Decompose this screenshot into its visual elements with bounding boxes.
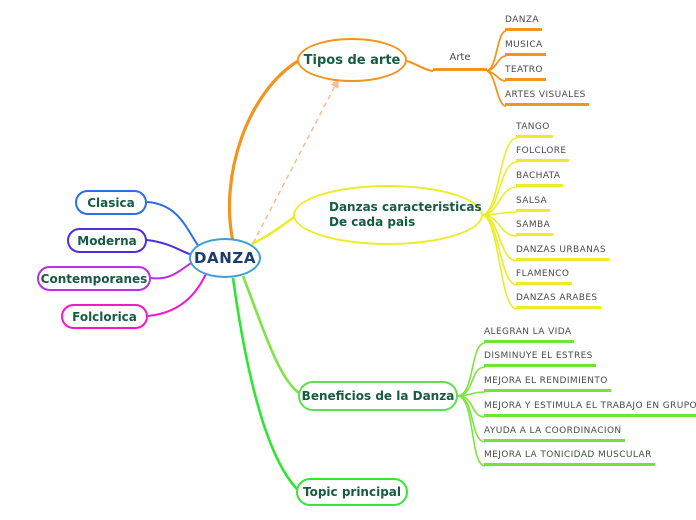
connector-disminuye: [457, 366, 486, 397]
connector-contemporanes: [150, 261, 194, 280]
connector-tipos: [227, 59, 299, 243]
leaf-mejora-el-rendimiento[interactable]: MEJORA EL RENDIMIENTO: [484, 376, 611, 392]
leaf-ayuda-coordinacion[interactable]: AYUDA A LA COORDINACION: [484, 426, 625, 442]
node-beneficios-danza[interactable]: Beneficios de la Danza: [298, 381, 458, 411]
connector-coordinacion: [457, 395, 486, 443]
node-tipos-de-arte[interactable]: Tipos de arte: [297, 38, 407, 82]
connector-bachata: [481, 186, 518, 216]
connector-alegran: [457, 342, 486, 397]
connector-arte-musica: [486, 55, 507, 72]
danzas-label-line1: Danzas caracteristicas: [329, 200, 482, 214]
node-moderna[interactable]: Moderna: [67, 228, 147, 253]
connector-tonicidad: [457, 395, 486, 467]
leaf-samba[interactable]: SAMBA: [516, 220, 554, 236]
leaf-danzas-arabes[interactable]: DANZAS ARABES: [516, 293, 601, 309]
node-folclorica[interactable]: Folclorica: [61, 304, 148, 329]
node-danzas-label: Danzas caracteristicas De cada pais: [329, 200, 482, 230]
node-clasica[interactable]: Clasica: [75, 190, 147, 215]
leaf-bachata[interactable]: BACHATA: [516, 171, 564, 187]
connector-topic-principal: [231, 277, 298, 490]
subtopic-arte[interactable]: Arte: [433, 52, 487, 71]
leaf-folclore[interactable]: FOLCLORE: [516, 146, 570, 162]
connector-danzas-arabes: [481, 214, 518, 310]
connector-arte: [406, 59, 434, 73]
connector-moderna: [146, 239, 193, 256]
leaf-tango[interactable]: TANGO: [516, 122, 553, 138]
central-topic-danza[interactable]: DANZA: [189, 238, 261, 278]
connector-danzas: [251, 215, 295, 246]
connector-folclorica: [147, 271, 208, 317]
node-contemporanes[interactable]: Contemporanes: [37, 266, 151, 291]
leaf-flamenco[interactable]: FLAMENCO: [516, 269, 573, 285]
leaf-arte-artes-visuales[interactable]: ARTES VISUALES: [505, 90, 589, 106]
leaf-trabajo-en-grupo[interactable]: MEJORA Y ESTIMULA EL TRABAJO EN GRUPO: [484, 401, 696, 417]
node-danzas-caracteristicas[interactable]: Danzas caracteristicas De cada pais: [293, 185, 483, 245]
leaf-arte-danza[interactable]: DANZA: [505, 15, 542, 31]
leaf-danzas-urbanas[interactable]: DANZAS URBANAS: [516, 245, 609, 261]
connector-tango: [481, 137, 518, 216]
leaf-salsa[interactable]: SALSA: [516, 196, 551, 212]
connector-clasica: [146, 201, 200, 248]
danzas-label-line2: De cada pais: [329, 215, 416, 229]
connector-danzas-urbanas: [481, 214, 518, 262]
connector-arte-visuales: [486, 70, 507, 107]
node-topic-principal[interactable]: Topic principal: [296, 478, 408, 506]
leaf-disminuye-el-estres[interactable]: DISMINUYE EL ESTRES: [484, 351, 596, 367]
connector-beneficios: [241, 275, 300, 395]
leaf-tonicidad-muscular[interactable]: MEJORA LA TONICIDAD MUSCULAR: [484, 450, 655, 466]
leaf-arte-teatro[interactable]: TEATRO: [505, 65, 546, 81]
leaf-alegran-la-vida[interactable]: ALEGRAN LA VIDA: [484, 327, 575, 343]
leaf-arte-musica[interactable]: MUSICA: [505, 40, 546, 56]
